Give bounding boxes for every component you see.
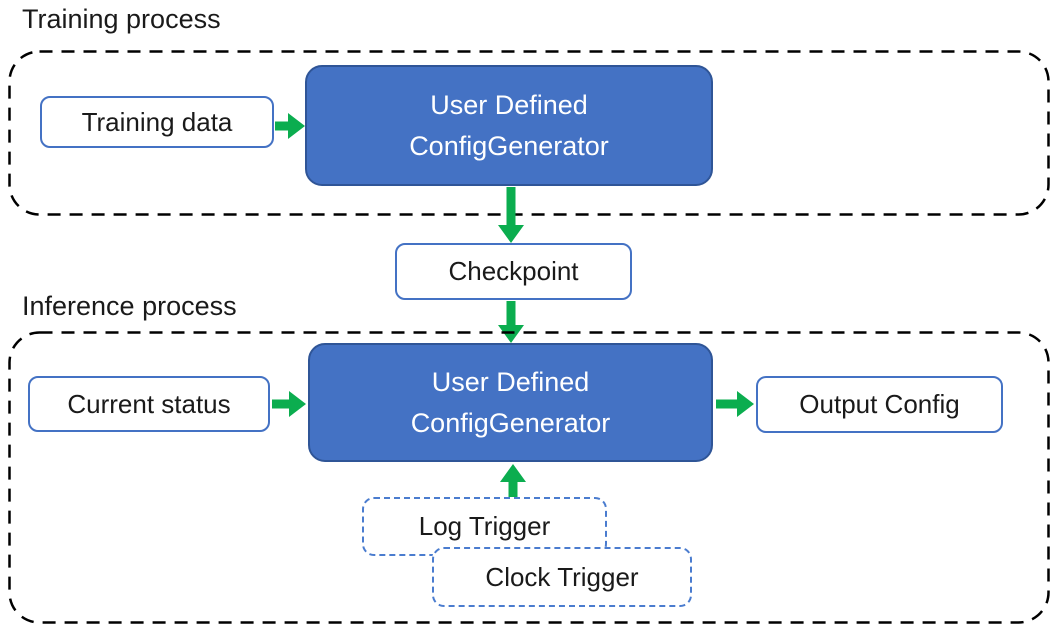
arrow-generator-to-checkpoint: [498, 187, 524, 243]
arrow-generator-to-output: [716, 391, 754, 417]
clock-trigger-label: Clock Trigger: [485, 561, 639, 592]
training-process-label: Training process: [22, 4, 221, 34]
output-config-node: Output Config: [756, 376, 1003, 433]
inference-process-label: Inference process: [22, 291, 237, 321]
config-generator-training-line2: ConfigGenerator: [409, 130, 609, 161]
training-process-boundary: [8, 50, 1050, 216]
inference-process-boundary: [8, 331, 1050, 624]
config-generator-training-line1: User Defined: [430, 89, 588, 120]
output-config-label: Output Config: [799, 389, 960, 419]
log-trigger-node: Log Trigger: [362, 497, 607, 556]
checkpoint-node: Checkpoint: [395, 243, 632, 300]
current-status-node: Current status: [28, 376, 270, 432]
clock-trigger-node: Clock Trigger: [432, 547, 692, 607]
arrow-triggers-to-generator: [500, 464, 526, 497]
checkpoint-label: Checkpoint: [448, 256, 579, 286]
arrow-current-status-to-generator: [272, 391, 306, 417]
log-trigger-label: Log Trigger: [418, 511, 551, 541]
config-generator-inference-node: User Defined ConfigGenerator: [308, 343, 713, 462]
config-generator-inference-line2: ConfigGenerator: [410, 407, 611, 438]
training-data-node: Training data: [40, 96, 274, 148]
config-generator-inference-line1: User Defined: [431, 366, 590, 397]
arrow-training-data-to-generator: [275, 113, 305, 139]
config-generator-training-node: User Defined ConfigGenerator: [305, 65, 713, 186]
current-status-label: Current status: [67, 388, 231, 419]
training-data-label: Training data: [81, 106, 233, 137]
